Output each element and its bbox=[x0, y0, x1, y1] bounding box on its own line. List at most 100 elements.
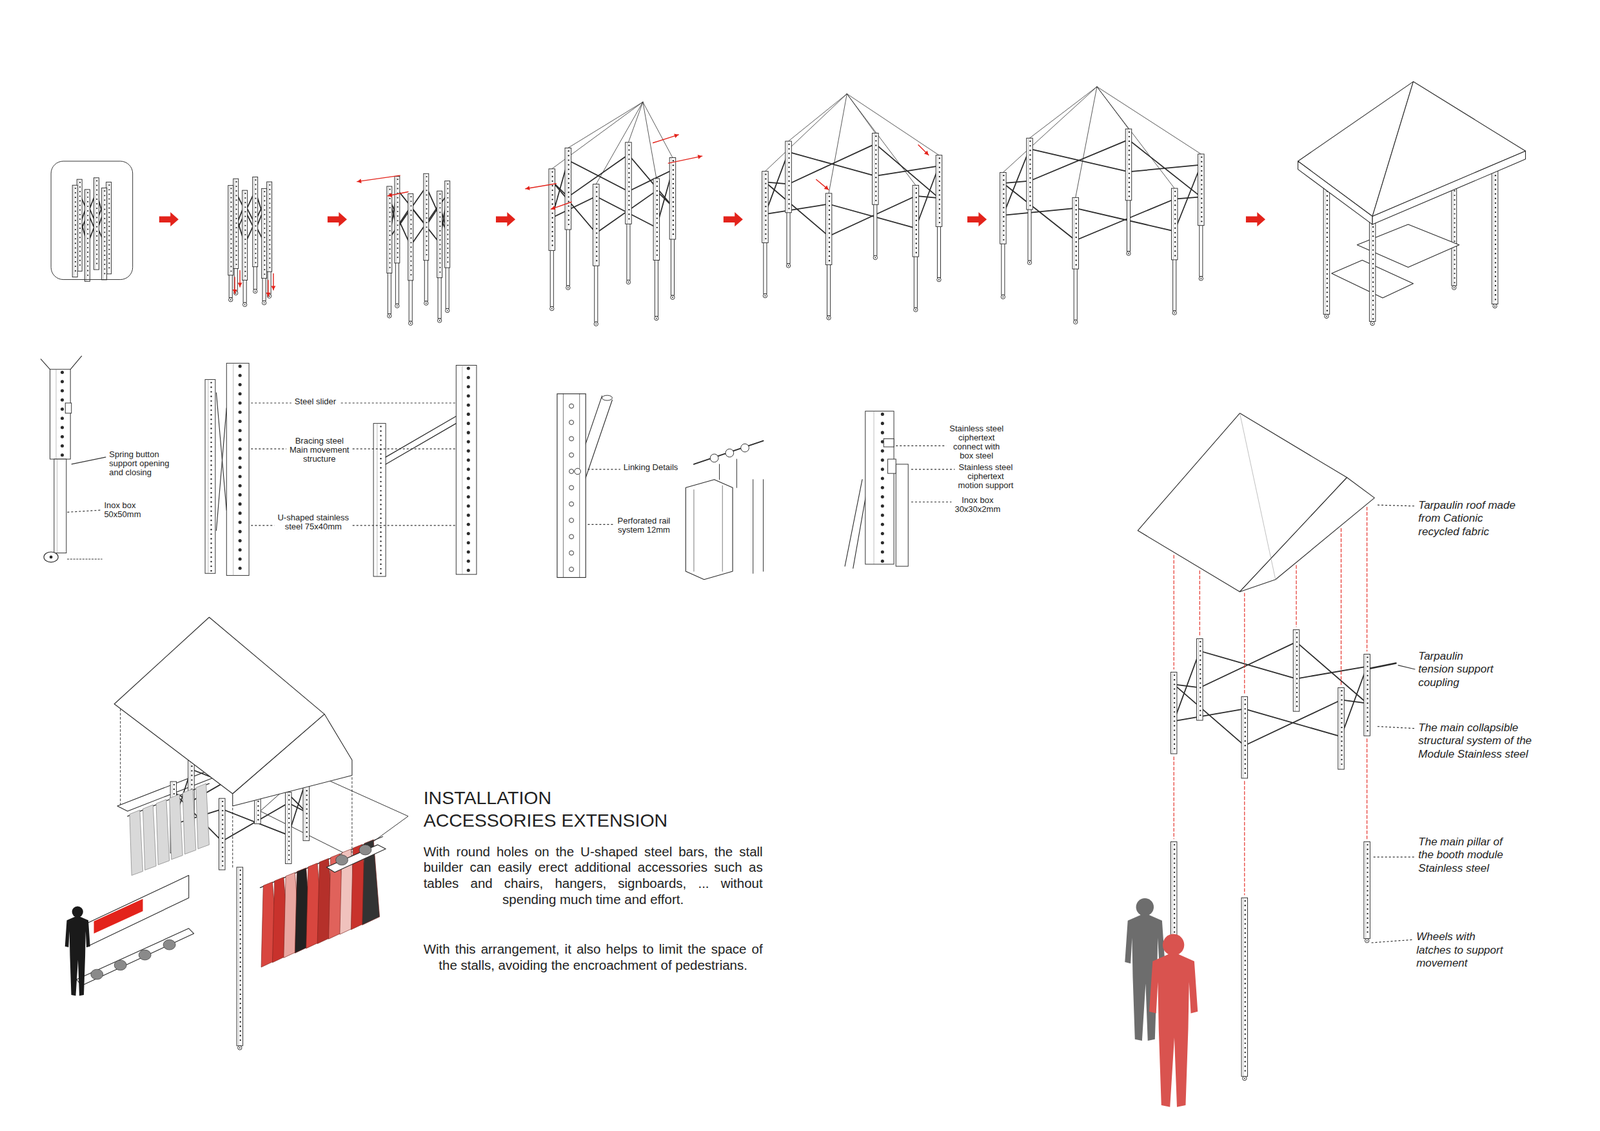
post-channel bbox=[1127, 128, 1128, 201]
bracing-bar bbox=[1128, 165, 1201, 173]
rail-hole bbox=[96, 203, 98, 205]
rail-hole bbox=[288, 803, 290, 805]
u-channel-post bbox=[912, 185, 919, 257]
rail-hole bbox=[87, 233, 89, 235]
projection-line bbox=[119, 709, 121, 807]
rail-hole bbox=[1326, 245, 1328, 247]
rail-hole bbox=[569, 501, 574, 507]
rail-hole bbox=[1200, 192, 1203, 195]
rail-hole bbox=[254, 183, 257, 186]
rail-hole bbox=[568, 163, 570, 166]
u-channel-post bbox=[1491, 163, 1498, 304]
arrow-head bbox=[824, 185, 829, 191]
wheel-rim bbox=[1324, 314, 1329, 318]
rail-hole bbox=[87, 205, 89, 208]
rail-edge bbox=[562, 394, 564, 578]
rail-hole bbox=[230, 201, 232, 204]
rail-hole bbox=[103, 268, 106, 270]
rail-hole bbox=[379, 453, 382, 455]
rail-hole bbox=[1002, 234, 1005, 237]
rail-hole bbox=[1372, 244, 1374, 246]
post-channel bbox=[566, 147, 567, 230]
roof-edge bbox=[642, 101, 657, 179]
post-body bbox=[1171, 188, 1177, 260]
rail-hole bbox=[656, 227, 658, 229]
rail-hole bbox=[788, 148, 790, 150]
u-channel-post bbox=[1171, 188, 1177, 260]
rail-hole bbox=[446, 215, 449, 217]
rail-hole bbox=[595, 205, 598, 207]
rail-hole bbox=[379, 430, 382, 432]
rail-hole bbox=[238, 410, 242, 415]
link-pin bbox=[693, 441, 764, 465]
rail-hole bbox=[552, 194, 554, 196]
post-channel bbox=[243, 190, 245, 280]
wheel-hub bbox=[671, 296, 674, 298]
rail-hole bbox=[1296, 650, 1298, 652]
rail-hole bbox=[1326, 236, 1328, 238]
rail-hole bbox=[915, 242, 918, 244]
rail-hole bbox=[210, 450, 212, 453]
rail-hole bbox=[569, 517, 574, 523]
rail-hole bbox=[96, 189, 98, 191]
rail-hole bbox=[268, 230, 271, 232]
rail-hole bbox=[1029, 181, 1031, 184]
wheel-rim bbox=[387, 314, 392, 318]
rail-hole bbox=[1296, 655, 1298, 657]
rail-hole bbox=[1340, 713, 1343, 715]
rail-hole bbox=[108, 266, 110, 269]
rail-hole bbox=[764, 177, 767, 180]
rail-hole bbox=[244, 206, 246, 208]
motion-arrow bbox=[270, 273, 276, 290]
pot bbox=[138, 949, 151, 961]
u-channel-post bbox=[266, 181, 273, 272]
rail-hole bbox=[96, 207, 98, 209]
rail-hole bbox=[210, 386, 212, 388]
rail-hole bbox=[238, 548, 242, 552]
rail-hole bbox=[628, 172, 630, 174]
rail-hole bbox=[388, 239, 391, 241]
roof-edge bbox=[846, 94, 876, 134]
rail-hole bbox=[1244, 768, 1246, 770]
rail-hole bbox=[1494, 216, 1497, 218]
rail-hole bbox=[288, 845, 290, 847]
motion-arrow bbox=[237, 270, 243, 287]
rail-hole bbox=[672, 205, 674, 208]
rail-hole bbox=[1340, 750, 1343, 752]
post-body bbox=[1125, 128, 1132, 201]
rail-hole bbox=[1002, 229, 1005, 231]
rail-hole bbox=[1326, 259, 1328, 261]
wheel-hub bbox=[425, 302, 427, 304]
rail-hole bbox=[552, 230, 554, 233]
rail-hole bbox=[254, 192, 257, 195]
rail-hole bbox=[87, 265, 89, 267]
rail-hole bbox=[466, 385, 471, 389]
rail-hole bbox=[552, 180, 554, 182]
motion-arrow bbox=[550, 201, 572, 210]
step-arrow bbox=[495, 212, 516, 227]
rail-hole bbox=[938, 157, 941, 159]
rail-hole bbox=[410, 260, 412, 262]
roof-edge bbox=[628, 101, 643, 143]
rail-hole bbox=[239, 1039, 242, 1041]
rail-hole bbox=[230, 238, 232, 240]
post-channel bbox=[268, 181, 269, 272]
rail-hole bbox=[1244, 904, 1246, 907]
rail-hole bbox=[552, 235, 554, 237]
post-channel bbox=[1452, 178, 1454, 286]
rail-hole bbox=[1128, 190, 1130, 193]
rail-hole bbox=[96, 221, 98, 223]
rail-hole bbox=[1366, 679, 1368, 682]
rail-hole bbox=[1372, 272, 1374, 274]
post-body bbox=[872, 132, 879, 205]
post-channel bbox=[671, 157, 672, 240]
wheel-rim bbox=[261, 300, 266, 305]
rail-hole bbox=[875, 181, 877, 183]
rail-hole bbox=[60, 379, 64, 384]
rail-hole bbox=[79, 232, 81, 234]
roof-gable bbox=[232, 714, 353, 807]
arrow-head bbox=[550, 205, 556, 211]
rail-hole bbox=[828, 232, 830, 234]
rail-hole bbox=[828, 236, 830, 238]
leader-line bbox=[587, 468, 620, 470]
